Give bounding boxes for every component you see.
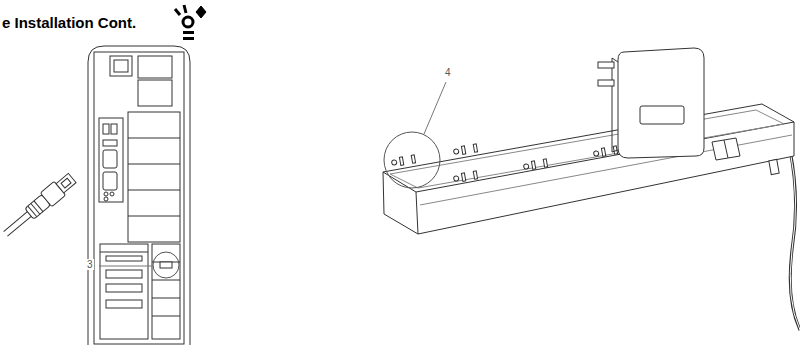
page-heading: e Installation Cont. — [2, 14, 136, 31]
power-strip — [383, 104, 800, 330]
firewire-logo — [175, 5, 206, 40]
power-adapter — [598, 48, 704, 158]
highlight-circle — [153, 252, 179, 278]
firewire-plug — [0, 171, 78, 241]
leader-line — [99, 266, 153, 267]
highlight-circle — [384, 132, 440, 188]
callout-number: 4 — [444, 67, 452, 78]
leader-line — [424, 82, 446, 134]
computer-tower — [88, 46, 190, 345]
callout-number: 3 — [86, 259, 94, 270]
